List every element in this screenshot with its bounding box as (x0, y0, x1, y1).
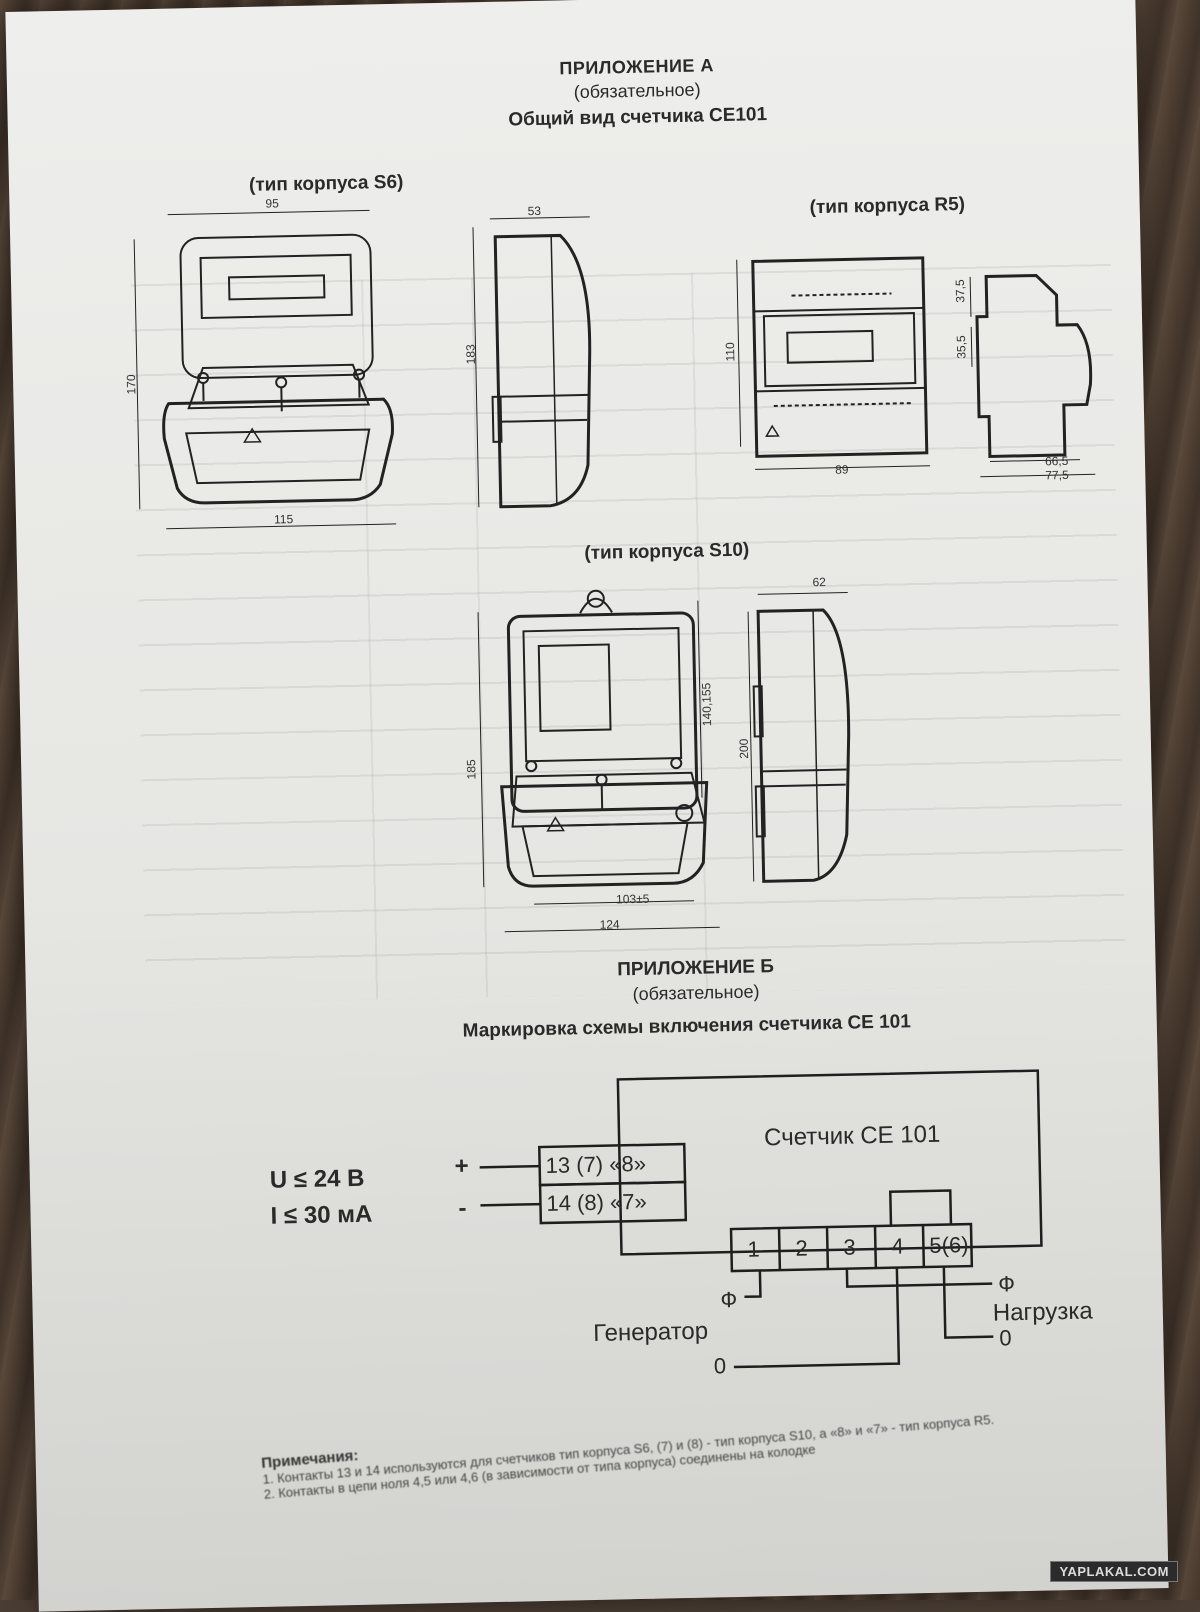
wiring-scheme-lines (5, 0, 1168, 1612)
scheme-current: I ≤ 30 мА (270, 1201, 372, 1231)
scheme-contact-3: 3 (843, 1234, 856, 1260)
scheme-plus: + (454, 1153, 469, 1181)
document-page: ПРИЛОЖЕНИЕ А (обязательное) Общий вид сч… (5, 0, 1168, 1612)
scheme-load: Нагрузка (993, 1298, 1093, 1328)
scheme-contact-1: 1 (747, 1236, 760, 1262)
scheme-phase-right: Ф (998, 1271, 1015, 1297)
scheme-meter-label: Счетчик СЕ 101 (764, 1121, 941, 1153)
scheme-minus: - (458, 1195, 467, 1223)
watermark: YAPLAKAL.COM (1050, 1561, 1178, 1582)
scheme-phase-left: Ф (720, 1287, 737, 1313)
scheme-contact-5-6: 5(6) (929, 1232, 969, 1259)
scheme-generator: Генератор (593, 1318, 708, 1348)
scheme-terminal-bottom: 14 (8) «7» (546, 1189, 647, 1217)
scheme-zero-right: 0 (999, 1325, 1012, 1351)
scheme-terminal-top: 13 (7) «8» (545, 1151, 646, 1179)
scheme-voltage: U ≤ 24 В (270, 1165, 365, 1195)
scheme-contact-4: 4 (891, 1233, 904, 1259)
scheme-zero-left: 0 (714, 1353, 727, 1379)
scheme-contact-2: 2 (795, 1235, 808, 1261)
